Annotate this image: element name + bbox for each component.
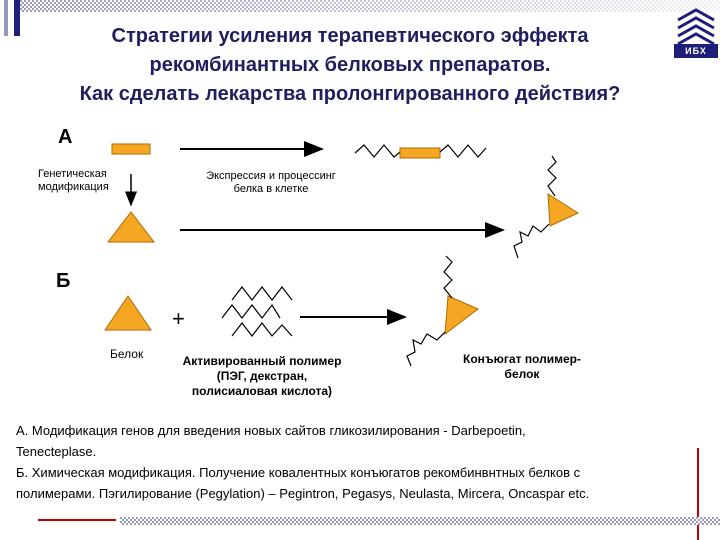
footer-red-rule: [38, 519, 116, 521]
section-a-label: А: [58, 126, 73, 148]
header-checker-band: [20, 0, 720, 12]
footer-notes: А. Модификация генов для введения новых …: [16, 420, 716, 504]
page-title: Стратегии усиления терапевтического эффе…: [30, 22, 670, 109]
genetic-modification-label: Генетическая модификация: [38, 168, 109, 193]
title-line-2: рекомбинантных белковых препаратов.: [149, 54, 551, 76]
footer-b-line-1: Б. Химическая модификация. Получение ков…: [16, 465, 581, 480]
activated-polymer-2: [221, 303, 281, 319]
expression-label: Экспрессия и процессинг белка в клетке: [206, 170, 336, 195]
institute-logo-icon: [674, 8, 718, 58]
title-line-3: Как сделать лекарства пролонгированного …: [79, 83, 621, 105]
left-accent-bar-thin: [4, 0, 8, 36]
glycan-chain-top: [547, 155, 557, 197]
footer-b-line-2: полимерами. Пэгилирование (Pegylation) –…: [16, 486, 590, 501]
conjugate-chain-bottom: [406, 331, 446, 367]
activated-polymer-1: [231, 286, 293, 301]
conjugate-label: Конъюгат полимер-белок: [463, 352, 581, 381]
gene-bar: [111, 143, 151, 155]
title-line-1: Стратегии усиления терапевтического эффе…: [111, 25, 589, 47]
glycan-chain-bottom: [513, 223, 550, 259]
right-red-rule: [697, 448, 699, 540]
protein-triangle-a: [106, 211, 156, 243]
footer-a-line-2: Tenecteplase.: [16, 444, 97, 459]
activated-polymer-3: [231, 322, 293, 337]
polymer-chain-right: [439, 144, 487, 158]
protein-label: Белок: [110, 347, 144, 361]
footer-a-line-1: А. Модификация генов для введения новых …: [16, 423, 526, 438]
activated-polymer-label: Активированный полимер (ПЭГ, декстран, п…: [182, 354, 342, 398]
plus-sign: +: [172, 306, 185, 331]
footer-checker-band: [120, 517, 720, 525]
conjugate-chain-top: [443, 255, 453, 299]
conjugate-triangle: [444, 295, 479, 336]
logo-text: ИБХ: [685, 46, 707, 56]
polymer-chain-left: [354, 144, 401, 158]
section-b-label: Б: [56, 270, 71, 292]
protein-triangle-b: [104, 295, 152, 331]
modified-gene-bar: [399, 147, 441, 159]
glycoprotein-triangle: [547, 193, 580, 227]
left-accent-bar: [14, 0, 20, 36]
